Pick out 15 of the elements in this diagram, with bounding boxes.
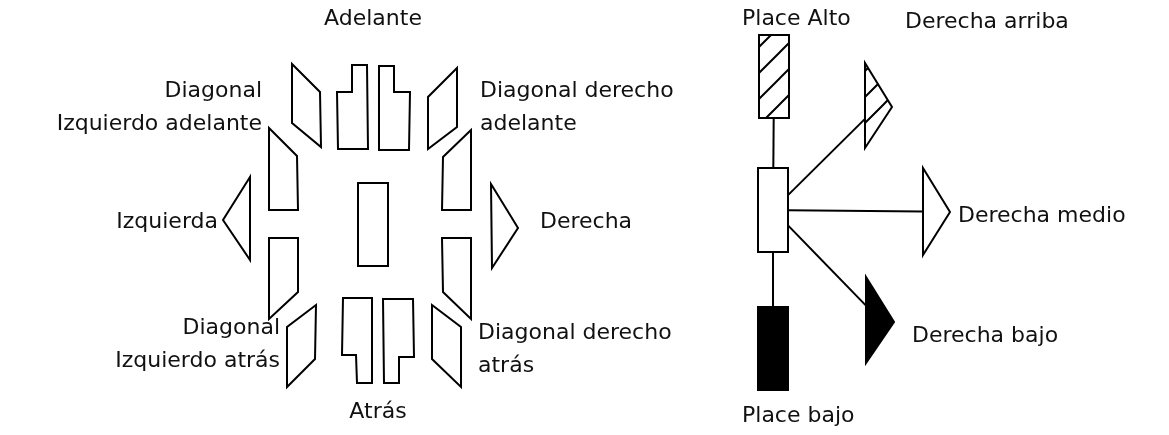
connector-line bbox=[772, 117, 775, 169]
direction-label: Derecha medio bbox=[958, 201, 1126, 229]
direction-label: Diagonal Izquierdo adelante bbox=[56, 76, 262, 137]
direction-label: Izquierda bbox=[116, 207, 218, 235]
connector-line bbox=[772, 251, 774, 308]
direction-label: Derecha arriba bbox=[905, 7, 1069, 35]
direction-label: Diagonal Izquierdo atrás bbox=[115, 313, 280, 374]
direction-label: Derecha bajo bbox=[912, 321, 1059, 349]
direction-label: Diagonal derecho atrás bbox=[478, 318, 672, 379]
direction-label: Atrás bbox=[348, 397, 408, 425]
direction-label: Place bajo bbox=[742, 401, 855, 429]
direction-label: Diagonal derecho adelante bbox=[480, 76, 674, 137]
direction-label: Derecha bbox=[540, 207, 633, 235]
direction-label: Place Alto bbox=[742, 4, 851, 32]
direction-label: Adelante bbox=[323, 4, 423, 32]
